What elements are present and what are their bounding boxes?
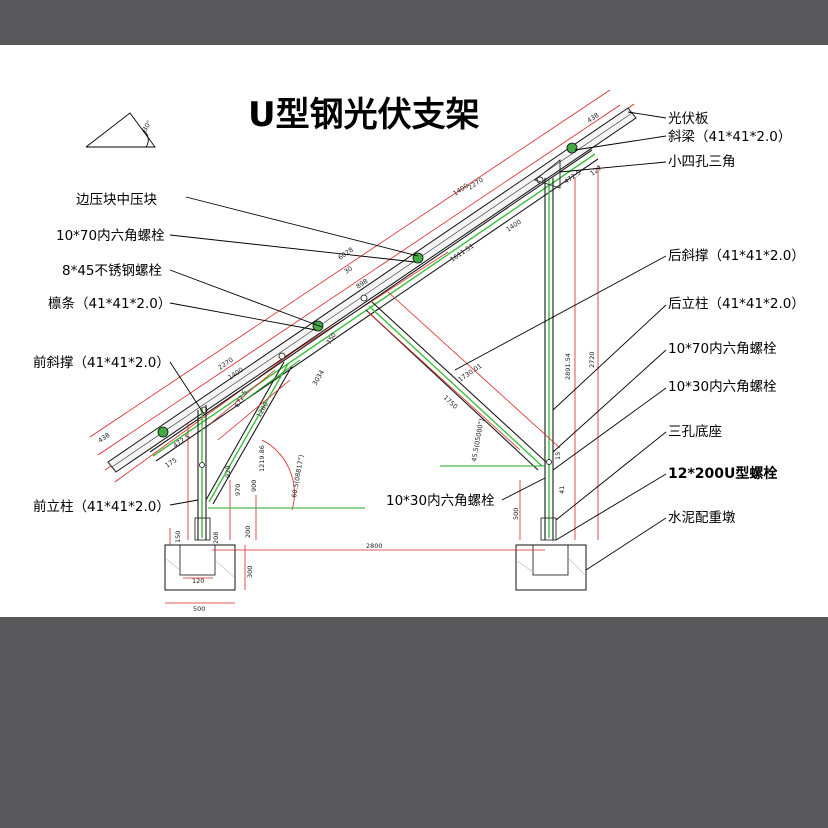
dim-200: 200	[244, 526, 252, 538]
dim-900: 900	[250, 480, 258, 492]
dim-175: 175	[164, 456, 179, 470]
label-rafter: 斜梁（41*41*2.0）	[668, 129, 791, 145]
leader-lines	[169, 111, 667, 571]
dim-1730: 1730.01	[457, 362, 484, 384]
dim-2800: 2800	[366, 542, 383, 550]
label-front-post: 前立柱（41*41*2.0）	[33, 498, 170, 515]
dim-1750: 1750	[442, 394, 460, 411]
dim-1219: 1219.86	[258, 445, 266, 472]
dim-1280: 1280	[255, 401, 270, 419]
dim-500-right: 500	[512, 508, 520, 520]
dim-970: 970	[234, 484, 242, 496]
label-ss-bolt-8x45: 8*45不锈钢螺栓	[62, 263, 163, 279]
dim-208: 208	[212, 532, 220, 544]
dim-45-5: 45.5(05000°)	[470, 418, 485, 462]
rafter	[149, 149, 599, 462]
front-concrete-block	[164, 544, 236, 591]
label-hex-bolt-10x30-right: 10*30内六角螺栓	[668, 379, 777, 395]
dim-60-5: 60.5(08817°)	[290, 454, 305, 498]
label-concrete-block: 水泥配重墩	[668, 510, 736, 526]
rear-concrete-block	[515, 544, 587, 591]
drawing-title: U型钢光伏支架	[248, 95, 480, 135]
rear-brace	[365, 301, 547, 471]
dim-500-left: 500	[193, 605, 205, 613]
left-labels: 边压块中压块 10*70内六角螺栓 8*45不锈钢螺栓 檩条（41*41*2.0…	[33, 192, 171, 515]
base-connectors	[194, 459, 557, 541]
rear-post	[544, 178, 554, 540]
angle-symbol: 30°	[85, 112, 156, 148]
dim-2891: 2891.54	[564, 353, 572, 380]
label-rear-post: 后立柱（41*41*2.0）	[668, 296, 805, 312]
right-labels: 光伏板 斜梁（41*41*2.0） 小四孔三角 后斜撑（41*41*2.0） 后…	[668, 111, 805, 526]
label-hex-bolt-10x70-right: 10*70内六角螺栓	[668, 341, 777, 357]
label-u-bolt: 12*200U型螺栓	[668, 465, 777, 482]
dim-30: 30	[343, 264, 354, 275]
label-front-brace: 前斜撑（41*41*2.0）	[33, 354, 170, 371]
label-rear-brace: 后斜撑（41*41*2.0）	[668, 248, 805, 264]
dim-15: 15	[554, 452, 562, 460]
dim-750: 750	[325, 331, 338, 346]
dim-438-top: 438	[586, 111, 601, 125]
label-hex-bolt-10x30-bottom: 10*30内六角螺栓	[386, 493, 495, 509]
dim-438-left: 438	[97, 431, 112, 445]
label-base-3hole: 三孔底座	[668, 424, 722, 440]
small-triangle-bracket	[534, 159, 561, 189]
angle-label: 30°	[141, 119, 154, 133]
dim-127: 127	[589, 164, 604, 178]
purlins	[157, 142, 578, 438]
dim-1400-mid: 1400	[505, 218, 523, 234]
label-edge-mid-clamp: 边压块中压块	[76, 192, 157, 208]
label-hex-bolt-10x70-left: 10*70内六角螺栓	[56, 228, 165, 244]
dim-2270-top: 2270	[467, 176, 485, 192]
front-brace	[205, 361, 293, 505]
label-small-triangle: 小四孔三角	[668, 154, 736, 170]
dim-920: 920	[224, 466, 232, 478]
drawing-sheet	[0, 45, 828, 617]
dim-41: 41	[558, 486, 566, 494]
dim-3034: 3034	[311, 369, 326, 387]
dim-300-bottom: 300	[246, 566, 254, 578]
dim-120: 120	[192, 577, 204, 585]
dim-2720: 2720	[588, 351, 596, 368]
label-pv-panel: 光伏板	[668, 111, 709, 127]
dim-150: 150	[174, 531, 182, 543]
green-reference-lines	[208, 359, 545, 509]
label-purlin: 檩条（41*41*2.0）	[48, 295, 171, 312]
